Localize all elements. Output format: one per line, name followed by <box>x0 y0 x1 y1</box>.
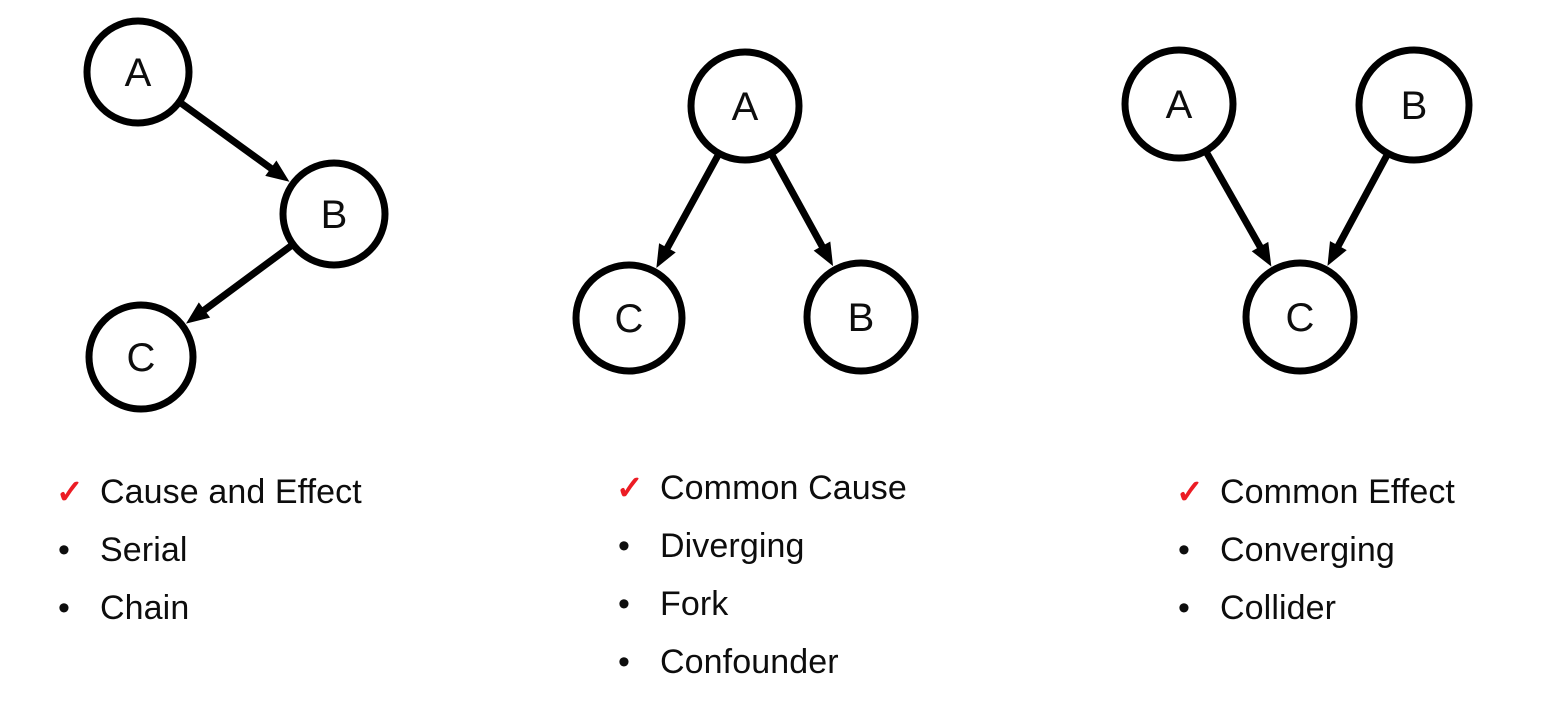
legend-item: • Fork <box>608 582 1128 640</box>
node-A[interactable]: A <box>83 17 193 127</box>
arrowhead-icon <box>656 243 676 268</box>
node-B[interactable]: B <box>1355 46 1473 164</box>
node-label-C: C <box>127 336 156 380</box>
graph-cause-and-effect: A B C <box>83 17 389 413</box>
graph-common-cause: A C B <box>572 48 919 375</box>
node-circle-C <box>572 261 686 375</box>
legend-cause-and-effect: ✓ Cause and Effect • Serial • Chain <box>48 470 568 644</box>
edge-A-to-B <box>178 100 290 182</box>
node-circle-B <box>803 259 919 375</box>
bullet-icon: • <box>618 585 630 623</box>
legend-item: • Diverging <box>608 524 1128 582</box>
bullet-icon: • <box>1178 531 1190 569</box>
legend-item: ✓ Common Cause <box>608 466 1128 524</box>
legend-item-label: Serial <box>100 531 188 569</box>
legend-common-cause: ✓ Common Cause • Diverging • Fork • Confounder <box>608 466 1128 698</box>
node-circle-A <box>1121 46 1237 162</box>
legend-item-label: Collider <box>1220 589 1337 627</box>
bullet-icon: • <box>58 531 70 569</box>
legend-item: • Serial <box>48 528 568 586</box>
legend-common-effect: ✓ Common Effect • Converging • Collider <box>1168 470 1559 644</box>
node-A[interactable]: A <box>1121 46 1237 162</box>
legend-item-label: Common Effect <box>1220 473 1455 511</box>
arrowhead-icon <box>813 241 834 267</box>
check-icon: ✓ <box>56 473 84 510</box>
legend-item: • Converging <box>1168 528 1559 586</box>
node-label-A: A <box>1166 83 1193 127</box>
legend-item-label: Confounder <box>660 643 839 681</box>
node-C[interactable]: C <box>1242 259 1358 375</box>
bullet-icon: • <box>1178 589 1190 627</box>
node-label-A: A <box>125 51 152 95</box>
legend-item: • Chain <box>48 586 568 644</box>
node-label-C: C <box>1286 296 1315 340</box>
legend-item-label: Common Cause <box>660 469 907 507</box>
graph-common-effect: A B C <box>1121 46 1473 375</box>
node-A[interactable]: A <box>687 48 803 164</box>
legend-item: ✓ Cause and Effect <box>48 470 568 528</box>
node-B[interactable]: B <box>803 259 919 375</box>
node-circle-C <box>85 301 197 413</box>
panel-common-cause: A C B ✓ Common Cause • Diverging • Fork • Confound… <box>520 0 1040 705</box>
arrowhead-icon <box>1327 241 1347 266</box>
legend-item: ✓ Common Effect <box>1168 470 1559 528</box>
edge-B-to-C <box>1327 153 1391 266</box>
bullet-icon: • <box>58 589 70 627</box>
node-circle-A <box>687 48 803 164</box>
node-label-A: A <box>732 85 759 129</box>
panel-common-effect: A B C ✓ Common Effect • Converging • Collider <box>1040 0 1559 705</box>
edge-A-to-C <box>1203 150 1272 267</box>
panel-cause-and-effect: A B C ✓ Cause and Effect • Serial • Chain <box>0 0 520 705</box>
node-label-B: B <box>321 193 348 237</box>
node-label-C: C <box>615 297 644 341</box>
check-icon: ✓ <box>1176 473 1204 510</box>
node-B[interactable]: B <box>279 159 389 269</box>
node-label-B: B <box>1401 84 1428 128</box>
legend-item-label: Converging <box>1220 531 1395 569</box>
node-circle-B <box>279 159 389 269</box>
legend-item-label: Diverging <box>660 527 805 565</box>
edge-B-to-C <box>186 242 294 324</box>
node-circle-A <box>83 17 193 127</box>
arrowhead-icon <box>1251 241 1272 267</box>
legend-item-label: Chain <box>100 589 190 627</box>
legend-item-label: Cause and Effect <box>100 473 362 511</box>
legend-item-label: Fork <box>660 585 729 623</box>
arrowhead-icon <box>265 160 290 182</box>
legend-item: • Confounder <box>608 640 1128 698</box>
arrowhead-icon <box>186 302 211 324</box>
node-C[interactable]: C <box>85 301 197 413</box>
bullet-icon: • <box>618 643 630 681</box>
legend-item: • Collider <box>1168 586 1559 644</box>
node-label-B: B <box>848 296 875 340</box>
edge-A-to-B <box>768 153 834 267</box>
bullet-icon: • <box>618 527 630 565</box>
node-circle-B <box>1355 46 1473 164</box>
check-icon: ✓ <box>616 469 644 506</box>
node-C[interactable]: C <box>572 261 686 375</box>
node-circle-C <box>1242 259 1358 375</box>
edge-A-to-C <box>656 153 722 268</box>
